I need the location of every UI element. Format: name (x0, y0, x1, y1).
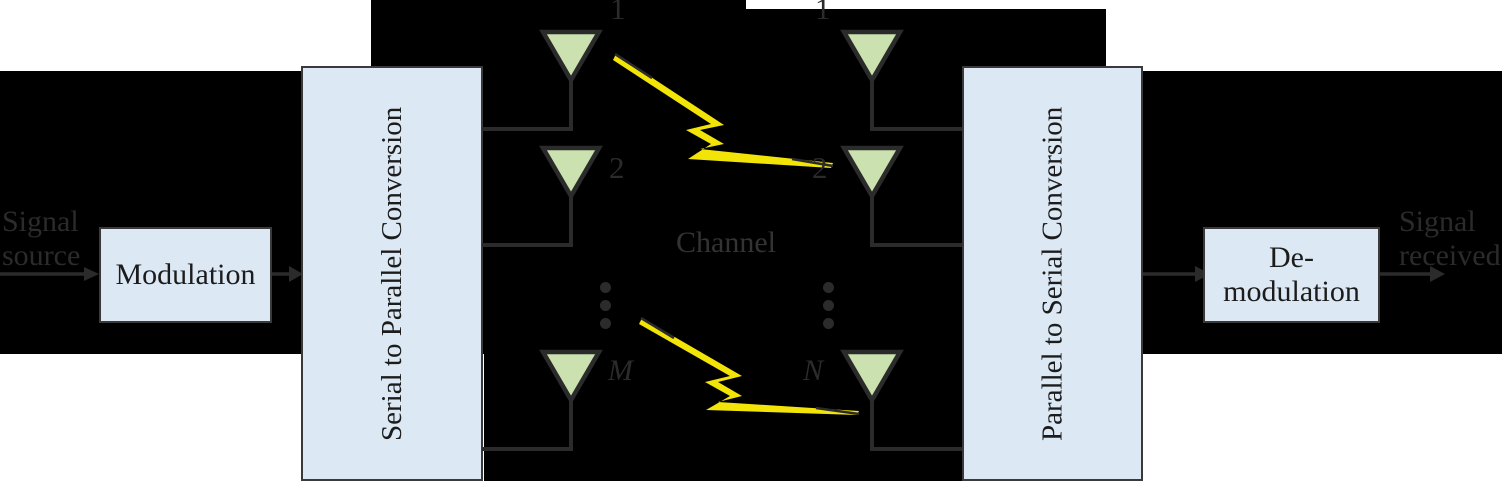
tx-ellipsis (600, 282, 611, 329)
signal-received-line1: Signal (1399, 205, 1476, 238)
block-demodulation-label-line1: De- (1269, 241, 1314, 275)
block-parallel-to-serial[interactable]: Parallel to Serial Conversion (962, 66, 1143, 481)
input-arrow (0, 267, 99, 281)
rx-antenna-1-label: 1 (815, 0, 831, 26)
channel-label: Channel (676, 226, 776, 259)
signal-source-line1: Signal (2, 205, 79, 238)
signal-received-label: Signal received (1399, 205, 1501, 273)
rx-ellipsis (823, 282, 834, 329)
rx-antenna-2-label: 2 (812, 150, 828, 185)
ellipsis-dot (823, 300, 834, 311)
signal-received-line2: received (1399, 238, 1501, 272)
ellipsis-dot (600, 318, 611, 329)
block-demodulation[interactable]: De- modulation (1203, 227, 1380, 323)
tx-antenna-2-label: 2 (609, 150, 625, 185)
ps-to-demodulation-arrow (1143, 266, 1210, 282)
tx-antenna-1-label: 1 (610, 0, 626, 26)
block-modulation[interactable]: Modulation (99, 227, 272, 323)
tx-antenna-m (482, 349, 603, 451)
tx-antenna-2 (482, 145, 603, 247)
tx-antenna-m-label: M (608, 354, 633, 387)
rx-antenna-2 (840, 145, 965, 247)
signal-source-line2: source (2, 238, 81, 272)
rx-antenna-n-label: N (803, 354, 824, 387)
rx-antenna-n (840, 349, 965, 451)
ellipsis-dot (600, 300, 611, 311)
block-demodulation-label: De- modulation (1223, 241, 1360, 308)
block-serial-to-parallel[interactable]: Serial to Parallel Conversion (301, 66, 483, 481)
block-serial-to-parallel-label: Serial to Parallel Conversion (375, 106, 408, 441)
tx-antenna-1 (482, 29, 603, 131)
channel-path-upper-lightning-icon (613, 52, 834, 168)
block-parallel-to-serial-label: Parallel to Serial Conversion (1036, 106, 1069, 441)
modulation-to-sp-arrow (272, 266, 303, 282)
rx-antenna-1 (840, 29, 965, 131)
background-plate-center-body (484, 62, 964, 481)
block-demodulation-label-line2: modulation (1223, 275, 1360, 308)
ellipsis-dot (600, 282, 611, 293)
signal-source-label: Signal source (2, 205, 80, 273)
output-arrow (1380, 266, 1445, 282)
channel-path-lower-lightning-icon (639, 316, 860, 416)
ellipsis-dot (823, 282, 834, 293)
block-modulation-label: Modulation (115, 258, 256, 292)
ellipsis-dot (823, 318, 834, 329)
background-plate-right-notch (1434, 219, 1502, 254)
